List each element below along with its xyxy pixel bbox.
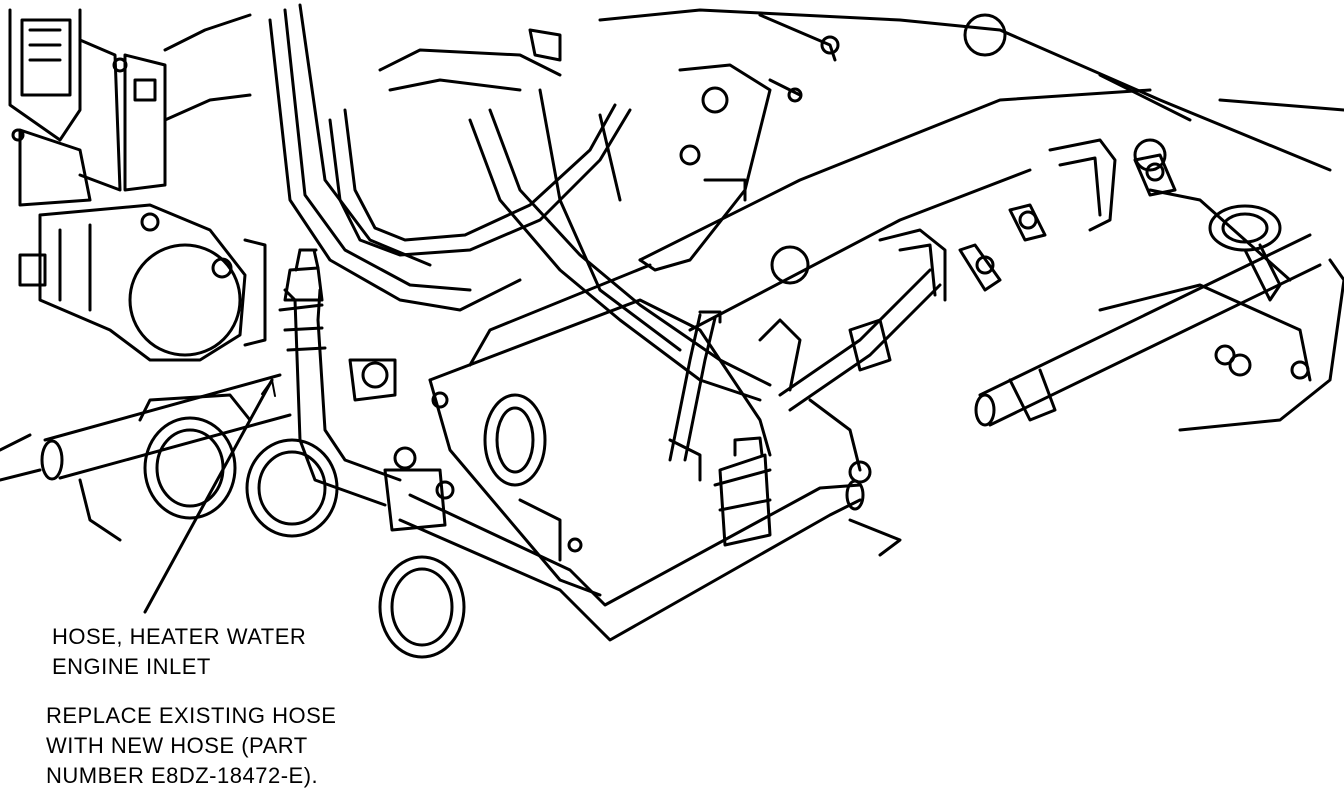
hose-label-line-2: ENGINE INLET: [52, 654, 211, 679]
port-ring-center: [245, 438, 339, 538]
wiring-harness: [268, 3, 1117, 462]
coolant-tube: [398, 436, 865, 642]
port-ring-left: [138, 393, 252, 520]
instruction-line-2: WITH NEW HOSE (PART: [46, 733, 308, 758]
spark-plugs: [848, 153, 1177, 372]
lower-right-fragments: [668, 398, 902, 557]
hose-callout-label: HOSE, HEATER WATER ENGINE INLET: [52, 622, 306, 682]
upper-left-module: [8, 8, 252, 207]
right-rail: [974, 233, 1322, 427]
port-ring-lower: [378, 555, 466, 659]
upper-bracket: [528, 13, 840, 272]
engine-block: [348, 263, 772, 597]
right-manifold: [598, 8, 1344, 432]
left-rail: [0, 373, 292, 542]
hose-clamp: [383, 446, 455, 532]
idle-motor: [18, 203, 267, 362]
instruction-line-1: REPLACE EXISTING HOSE: [46, 703, 337, 728]
callout-leader: [143, 378, 276, 614]
replacement-instruction: REPLACE EXISTING HOSE WITH NEW HOSE (PAR…: [46, 701, 336, 788]
heater-hose: [278, 248, 402, 507]
hose-label-line-1: HOSE, HEATER WATER: [52, 624, 307, 649]
instruction-line-3: NUMBER E8DZ-18472-E).: [46, 763, 319, 788]
